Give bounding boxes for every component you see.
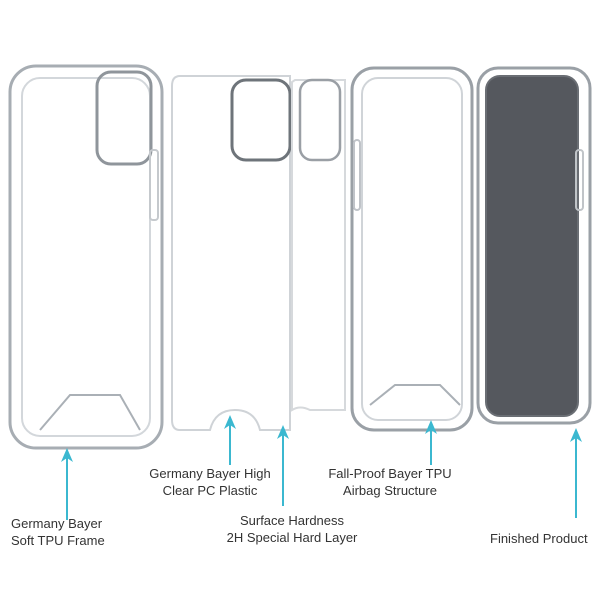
label-finished: Finished Product bbox=[490, 530, 588, 547]
arrow-icon bbox=[224, 415, 236, 465]
label-line: Germany Bayer High bbox=[149, 466, 271, 481]
label-line: Fall-Proof Bayer TPU bbox=[328, 466, 452, 481]
hard-layer-sheet bbox=[291, 78, 346, 412]
label-line: Finished Product bbox=[490, 531, 588, 546]
label-pc-plastic: Germany Bayer High Clear PC Plastic bbox=[149, 465, 270, 499]
label-hard-layer: Surface Hardness 2H Special Hard Layer bbox=[227, 512, 358, 546]
finished-product bbox=[476, 66, 592, 425]
arrow-icon bbox=[277, 425, 289, 506]
label-line: Soft TPU Frame bbox=[11, 533, 105, 548]
label-line: Surface Hardness bbox=[239, 513, 345, 528]
label-tpu-frame: Germany Bayer Soft TPU Frame bbox=[11, 515, 105, 549]
pc-plastic-plate bbox=[171, 75, 292, 431]
label-line: 2H Special Hard Layer bbox=[226, 530, 358, 545]
label-line: Airbag Structure bbox=[343, 483, 437, 498]
arrow-icon bbox=[61, 448, 73, 520]
label-airbag: Fall-Proof Bayer TPU Airbag Structure bbox=[328, 465, 451, 499]
tpu-frame-case bbox=[8, 64, 164, 450]
arrow-icon bbox=[570, 428, 582, 518]
airbag-case bbox=[350, 66, 474, 432]
arrow-icon bbox=[425, 420, 437, 465]
label-line: Clear PC Plastic bbox=[162, 483, 258, 498]
label-line: Germany Bayer bbox=[11, 516, 103, 531]
